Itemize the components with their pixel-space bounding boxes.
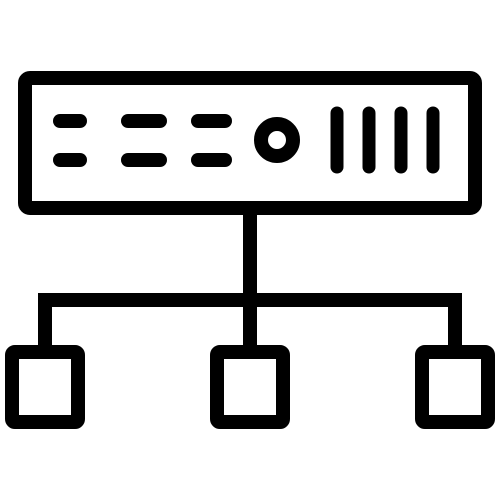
server-body [18,71,482,215]
network-connectors [38,215,462,346]
server-unit [18,71,482,215]
branch-line [38,293,462,346]
status-light-icon [254,117,300,163]
network-nodes [5,345,495,429]
server-vertical-slots [330,106,440,174]
server-indicator-dashes [53,114,232,167]
network-node-left [5,345,85,429]
network-node-right [415,345,495,429]
network-node-center [210,345,290,429]
